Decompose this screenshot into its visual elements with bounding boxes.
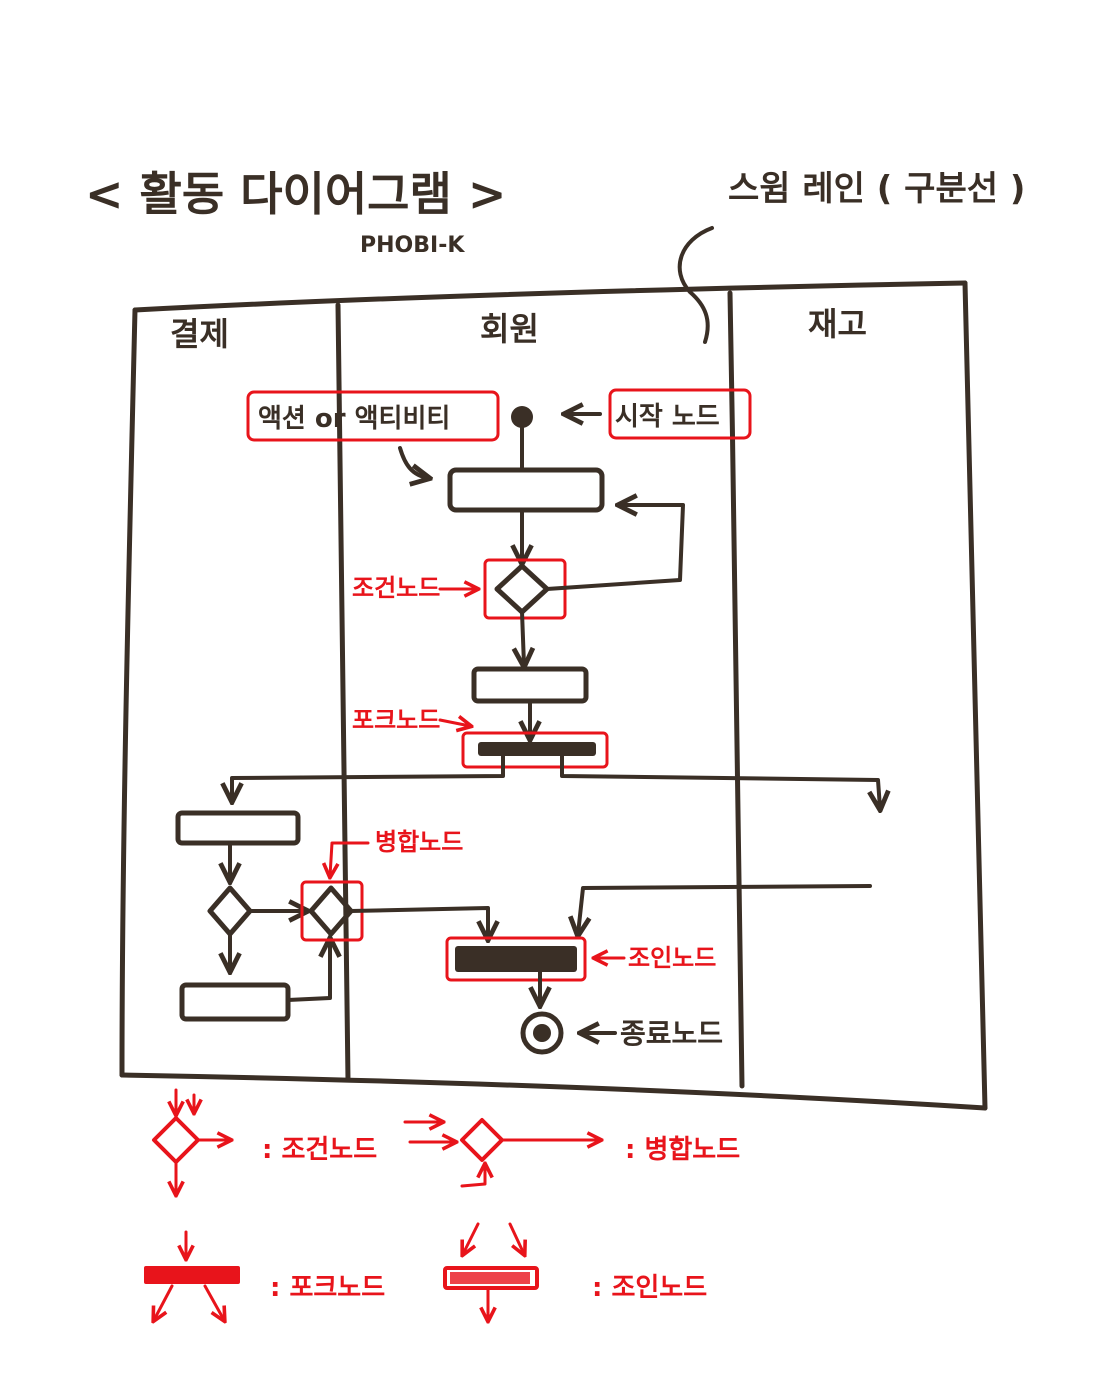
legend-fork-out-right [203,1284,224,1320]
end-node-outer [520,1011,564,1055]
merge-node [308,885,354,937]
legend-join: : 조인노드 [443,1222,707,1320]
payment-action-2 [179,982,291,1022]
legend-merge: : 병합노드 [403,1118,740,1188]
legend-merge-diamond [460,1118,504,1162]
fork-label: 포크노드 [352,706,440,734]
action-label-box [246,390,500,442]
action-node-1 [447,467,605,513]
legend-join-bar [443,1266,539,1290]
flow-merge-join [349,906,488,938]
lane-divider-2 [727,290,745,1089]
legend-fork-out-left [154,1284,174,1320]
decision-node [494,563,550,615]
action-node-2 [471,666,589,704]
start-label: 시작 노드 [615,402,720,432]
action-label: 액션 or 액티비티 [258,404,450,434]
payment-decision [207,885,253,937]
join-highlight [445,936,587,982]
legend-decision: : 조건노드 [152,1088,377,1194]
swimlane-frame-bottom [119,1072,988,1111]
legend-decision-diamond [152,1116,200,1164]
fork-bar [478,742,596,756]
lane-title-inventory: 재고 [808,305,867,343]
legend-fork-bar [144,1266,240,1284]
flow-inventory-join [578,884,872,934]
start-node [511,406,533,428]
diagram-title: < 활동 다이어그램 > [85,167,506,221]
swimlane-note: 스윔 레인 ( 구분선 ) [728,169,1025,209]
end-label: 종료노드 [620,1017,723,1050]
legend-join-bar-hatch [450,1272,530,1284]
legend-merge-in-below [460,1165,485,1188]
legend-fork: : 포크노드 [144,1230,385,1320]
swimlane-frame-left [119,307,138,1078]
start-label-box [608,388,752,440]
swimlane-pointer [677,226,714,344]
merge-label-arrow [330,841,370,876]
swimlane-frame-top [132,280,968,313]
fork-branch-left [232,754,505,800]
join-bar [455,946,577,972]
author-signature: PHOBI-K [360,233,465,258]
lane-title-member: 회원 [480,310,539,348]
fork-label-arrow [438,720,470,726]
end-node-inner [533,1024,551,1042]
legend-decision-label: : 조건노드 [262,1135,377,1165]
legend-fork-label: : 포크노드 [270,1273,385,1303]
payment-action-1 [175,810,301,846]
loop-back-flow [545,505,685,591]
fork-branch-right [560,754,880,808]
action-label-arrow [398,446,428,478]
flow-decision-action2 [522,610,524,665]
legend-join-label: : 조인노드 [592,1273,707,1303]
swimlane-frame-right [962,280,988,1111]
join-label: 조인노드 [628,944,716,972]
legend-merge-label: : 병합노드 [625,1135,740,1165]
legend-join-in-left [463,1222,480,1254]
decision-label: 조건노드 [352,574,440,602]
flow-payment2-merge [286,940,330,1002]
lane-divider-1 [335,302,351,1083]
merge-label: 병합노드 [375,828,463,856]
legend-join-in-right [508,1222,524,1254]
lane-title-payment: 결제 [170,315,229,353]
fork-highlight [461,731,609,769]
